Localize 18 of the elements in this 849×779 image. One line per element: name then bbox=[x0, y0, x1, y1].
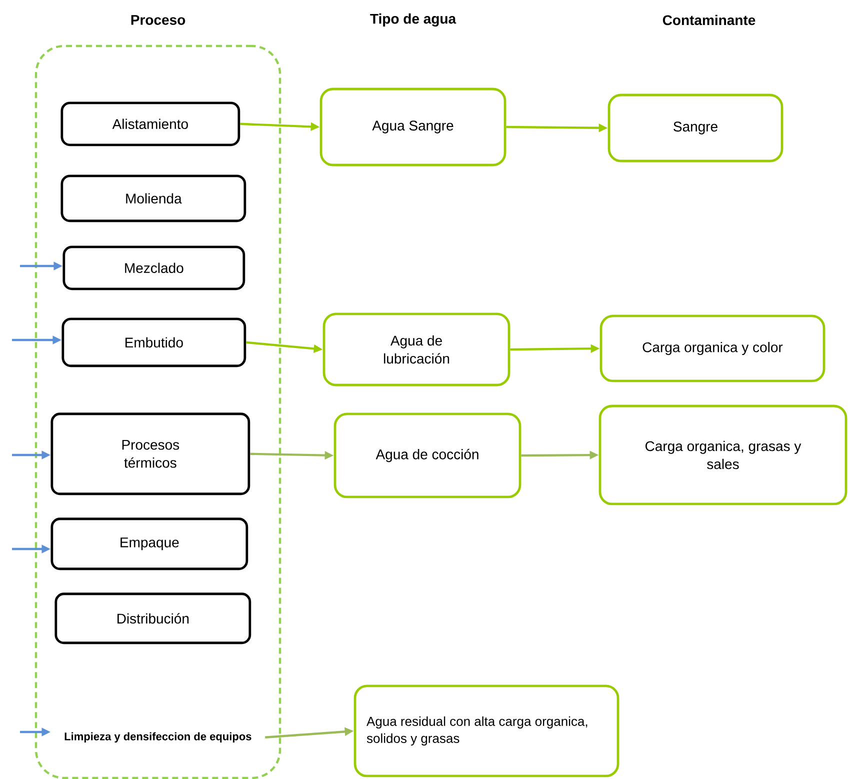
process-box: Agua de lubricación bbox=[322, 312, 510, 386]
process-box: Molienda bbox=[60, 174, 246, 222]
process-box: Empaque bbox=[50, 518, 248, 570]
process-text: Limpieza y densifeccion de equipos bbox=[64, 732, 252, 742]
process-box: Embutido bbox=[62, 318, 246, 368]
process-box: Agua residual con alta carga organica, solidos y grasas bbox=[354, 684, 620, 778]
process-box: Mezclado bbox=[62, 246, 246, 290]
process-box: Agua de cocción bbox=[334, 412, 522, 498]
process-box: Distribución bbox=[54, 592, 252, 644]
process-box: Carga organica, grasas y sales bbox=[598, 404, 848, 506]
process-box: Sangre bbox=[608, 94, 784, 162]
process-box: Carga organica y color bbox=[600, 314, 826, 382]
column-heading: Tipo de agua bbox=[370, 13, 456, 27]
node-label: Proceso bbox=[131, 15, 186, 25]
column-heading: Contaminante bbox=[662, 14, 756, 26]
process-box: Alistamiento bbox=[60, 102, 240, 146]
process-box: Procesos térmicos bbox=[50, 412, 250, 496]
process-box: Agua Sangre bbox=[320, 88, 506, 166]
